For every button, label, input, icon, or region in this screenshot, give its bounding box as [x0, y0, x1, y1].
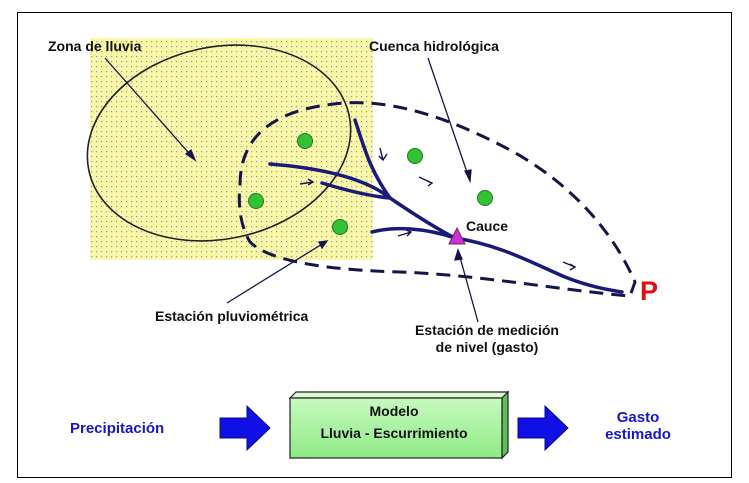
label-level-station-line1: Estación de medición	[415, 322, 559, 338]
station-4	[477, 190, 493, 206]
station-1	[297, 133, 313, 149]
label-level-station: Estación de medición de nivel (gasto)	[387, 322, 587, 356]
model-box	[288, 390, 510, 460]
station-2	[407, 148, 423, 164]
outlet-point-label: P	[640, 276, 659, 306]
rain-zone	[90, 38, 373, 260]
arrow-input	[219, 404, 271, 452]
input-label: Precipitación	[70, 420, 165, 437]
rain-stations	[248, 133, 493, 235]
arrow-output	[517, 404, 569, 452]
output-label: Gasto estimado	[588, 409, 688, 443]
pointer-arrows	[104, 57, 479, 323]
label-level-station-line2: de nivel (gasto)	[435, 339, 539, 355]
station-3	[248, 193, 264, 209]
flow-arrows	[299, 147, 577, 271]
label-watershed: Cuenca hidrológica	[369, 38, 499, 54]
station-5	[332, 219, 348, 235]
label-rain-station: Estación pluviométrica	[155, 308, 309, 324]
model-label-line1: Modelo	[369, 403, 419, 419]
output-label-line1: Gasto	[616, 409, 660, 426]
output-label-line2: estimado	[605, 426, 671, 443]
level-gauge-marker	[448, 226, 466, 245]
model-label-line2: Lluvia - Escurrimiento	[320, 425, 468, 441]
rain-zone-ellipse	[86, 44, 352, 242]
river-network	[268, 118, 624, 294]
model-label: Modelo Lluvia - Escurrimiento	[288, 400, 500, 444]
label-channel: Cauce	[466, 218, 509, 234]
label-rain-zone: Zona de lluvia	[48, 38, 142, 54]
